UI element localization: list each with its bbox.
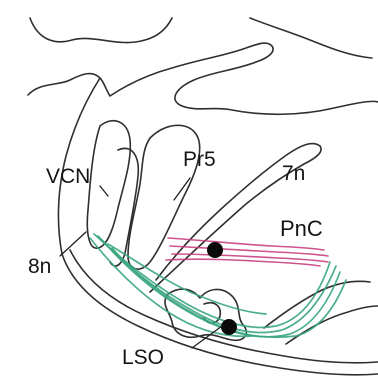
vcn-lobe-outline bbox=[87, 121, 130, 248]
label-7n: 7n bbox=[282, 162, 305, 185]
cerebellum-top-outline bbox=[30, 18, 172, 43]
ventral-right-outline bbox=[264, 281, 378, 344]
label-8n: 8n bbox=[28, 255, 51, 278]
label-vcn: VCN bbox=[46, 165, 90, 188]
8n-leader bbox=[60, 232, 86, 256]
fourth-ventricle-outline bbox=[175, 62, 378, 114]
pink-fiber-4 bbox=[166, 259, 320, 266]
upper-right-boundary bbox=[250, 18, 372, 58]
label-lso: LSO bbox=[122, 346, 164, 369]
lso-site-marker bbox=[221, 319, 237, 335]
dorsal-surface-outline bbox=[28, 43, 273, 96]
vcn-leader bbox=[100, 186, 108, 196]
pnc-site-marker bbox=[207, 242, 223, 258]
label-pr5: Pr5 bbox=[183, 148, 216, 171]
section-outlines bbox=[28, 18, 378, 375]
label-pnc: PnC bbox=[280, 216, 323, 241]
leader-lines bbox=[60, 178, 222, 348]
pink-fiber-bundle bbox=[166, 238, 328, 266]
